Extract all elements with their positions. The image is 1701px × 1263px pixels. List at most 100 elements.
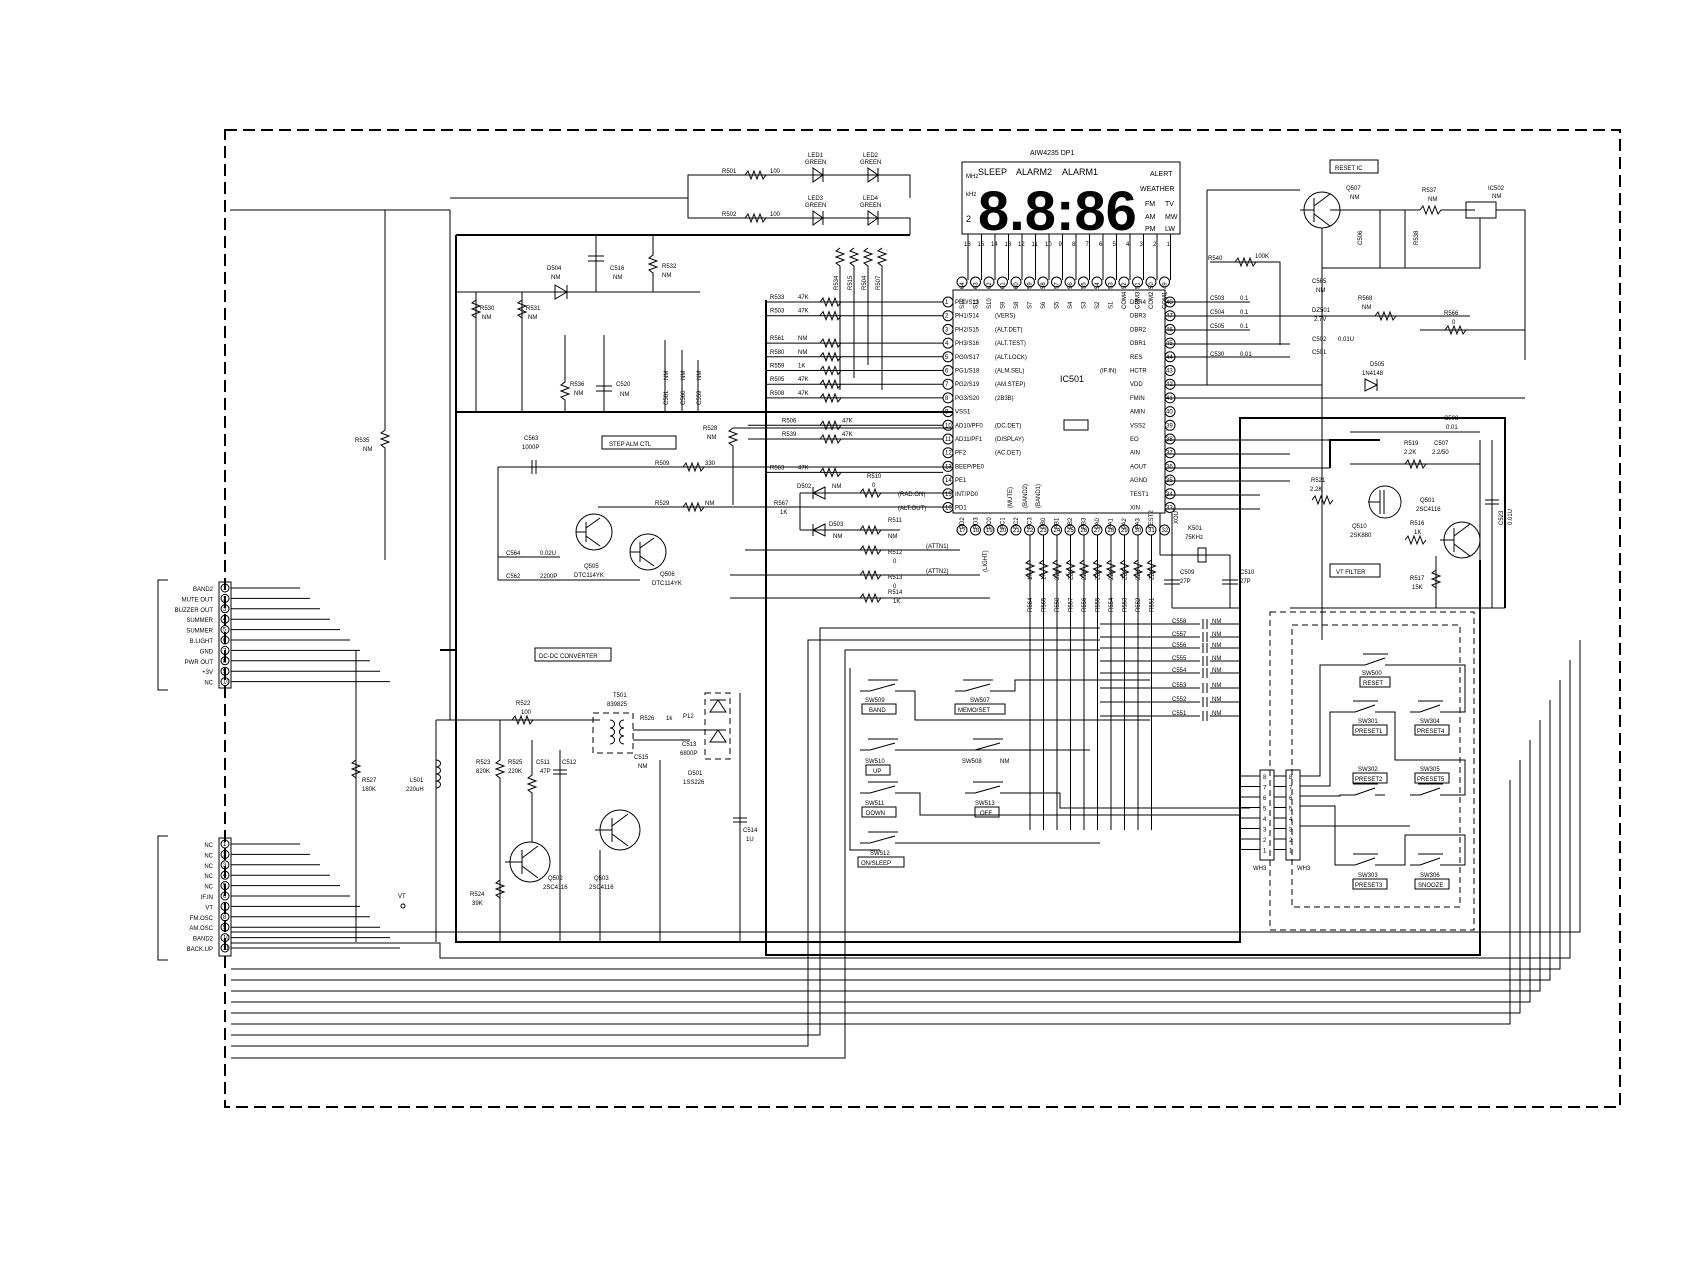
display-pin-7: 7 — [1086, 242, 1090, 248]
sw301-switch: SW301 PRESET1 — [1345, 700, 1388, 736]
ic501-pin-52: 52 — [1122, 282, 1128, 289]
ic501-pin-29: 29 — [1121, 528, 1128, 534]
sw510-ref: SW510 — [865, 759, 885, 765]
ic501-pin-21: 21 — [1013, 528, 1020, 534]
ic501-pin-17-signal: PD2 — [960, 517, 966, 529]
led4: LED4 GREEN — [860, 196, 881, 226]
alt-out-note: (ALT.OUT) — [898, 506, 926, 512]
c505-ref: C505 — [1210, 324, 1225, 330]
d503-value: NM — [833, 534, 842, 540]
ic501-pin-9-signal: VSS1 — [955, 410, 971, 416]
r551-value: 22K — [1150, 569, 1156, 580]
r553-resistor — [1119, 559, 1130, 579]
sw509-ref: SW509 — [865, 698, 885, 704]
ic501-pin-7-note: (AM.STEP) — [995, 382, 1025, 388]
c560-ref: C560 — [681, 390, 687, 405]
wh3-right-pin-8: 8 — [1289, 775, 1293, 781]
c564-value: 0.02U — [540, 551, 556, 557]
sw513-label: OFF — [980, 811, 992, 817]
d505-value: 1N4148 — [1362, 371, 1384, 377]
connector-top-body — [218, 581, 232, 689]
r504-ref: R504 — [862, 275, 868, 290]
sw509-switch: SW509 BAND — [860, 679, 905, 715]
connector_top-label-7: GND — [200, 649, 214, 655]
ic501-pin-17: 17 — [959, 528, 966, 534]
c563-value: 1000P — [522, 445, 539, 451]
q503-ref: Q503 — [594, 876, 609, 882]
sw303-label: PRESET3 — [1355, 883, 1383, 889]
q501-ref: Q501 — [1420, 498, 1435, 504]
ic501-pin-1-signal: PH0/S13 — [955, 300, 980, 306]
ic501-pin-39-signal: VSS2 — [1130, 423, 1146, 429]
q505-value: DTC114YK — [574, 573, 604, 579]
r532-value: NM — [662, 273, 671, 279]
c520-ref: C520 — [616, 382, 631, 388]
r532-ref: R532 — [662, 264, 677, 270]
display-pin-9: 9 — [1059, 242, 1063, 248]
ic501-pin-7: 7 — [945, 382, 949, 388]
sw508-switch: SW508 NM — [962, 738, 1010, 765]
connector_bottom-pin-2: 2 — [223, 852, 227, 858]
c552-ref: C552 — [1172, 697, 1187, 703]
ic501-pin-15: 15 — [945, 492, 952, 498]
ic501-pin-10: 10 — [945, 423, 952, 429]
r565-resistor — [1038, 559, 1049, 579]
ic502-value: NM — [1492, 194, 1501, 200]
r565-value: 1K — [1042, 573, 1048, 580]
ic501-pin-47: 47 — [1166, 314, 1173, 320]
sw512-ref: SW512 — [870, 851, 890, 857]
q502-ref: Q502 — [548, 876, 563, 882]
connector_top-pin-5: 5 — [223, 628, 227, 634]
r517-value: 15K — [1412, 585, 1423, 591]
attn2-note: (ATTN2) — [926, 569, 949, 575]
connector_bottom-pin-5: 5 — [223, 884, 227, 890]
connector_bottom-label-3: NC — [204, 864, 213, 870]
c506-ref: C506 — [1358, 230, 1364, 245]
r566-value: 0 — [1452, 320, 1456, 326]
c530-ref: C530 — [1210, 352, 1225, 358]
c509-ref: C509 — [1180, 570, 1195, 576]
c512-ref: C512 — [562, 760, 577, 766]
r526-value: 1k — [666, 716, 673, 722]
ic501-pin-3-signal: PH2/S15 — [955, 327, 980, 333]
c561-value: NM — [664, 371, 670, 380]
c559-value: NM — [697, 371, 703, 380]
ic501-pin-43-signal: HCTR — [1130, 369, 1147, 375]
connector_bottom-pin-8: 8 — [223, 915, 227, 921]
connector_top-pin-9: 9 — [223, 669, 227, 675]
ic501-pin-13-signal: BEEP/PE0 — [955, 464, 985, 470]
c514-ref: C514 — [743, 828, 758, 834]
r524-value: 39K — [472, 901, 483, 907]
ic501-pin-6-signal: PG1/S18 — [955, 369, 980, 375]
ic501-pin-27: 27 — [1094, 528, 1101, 534]
c502-value: 0.01U — [1338, 337, 1354, 343]
ic501-pin-15-signal: INT/PD0 — [955, 492, 979, 498]
ic501-pin-41-signal: FMIN — [1130, 396, 1145, 402]
q505-ref: Q505 — [584, 564, 599, 570]
r512-value: 0 — [893, 559, 897, 565]
indicator-mw: MW — [1165, 214, 1178, 221]
vt-filter-circuit: C508 0.01 R519 2.2K C507 2.2/50 R521 2.2… — [1165, 416, 1514, 609]
r559-value: 1K — [798, 364, 805, 370]
r512-ref: R512 — [888, 550, 903, 556]
sw509-label: BAND — [869, 708, 886, 714]
r564-resistor — [1024, 559, 1036, 579]
connector_bottom-pin-9: 9 — [223, 925, 227, 931]
r513-ref: R513 — [888, 575, 903, 581]
ic501-pin-20-signal: PC1 — [1001, 517, 1007, 529]
led3-color: GREEN — [805, 203, 826, 209]
r533-resistor — [819, 296, 842, 308]
connector_top-pin-10: 10 — [223, 680, 230, 686]
ic501-pin-19-signal: PC0 — [987, 517, 993, 529]
l501-ref: L501 — [410, 778, 424, 784]
indicator-khz: kHz — [966, 192, 976, 198]
r529-ref: R529 — [655, 501, 670, 507]
sw508-ref: SW508 — [962, 759, 982, 765]
r533-value: 47K — [798, 295, 809, 301]
r536-ref: R536 — [570, 382, 585, 388]
sw302-label: PRESET2 — [1355, 777, 1383, 783]
r521-value: 2.2K — [1310, 487, 1322, 493]
r539-ref: R539 — [782, 432, 797, 438]
connector_top-label-5: SUMMER — [186, 629, 213, 635]
